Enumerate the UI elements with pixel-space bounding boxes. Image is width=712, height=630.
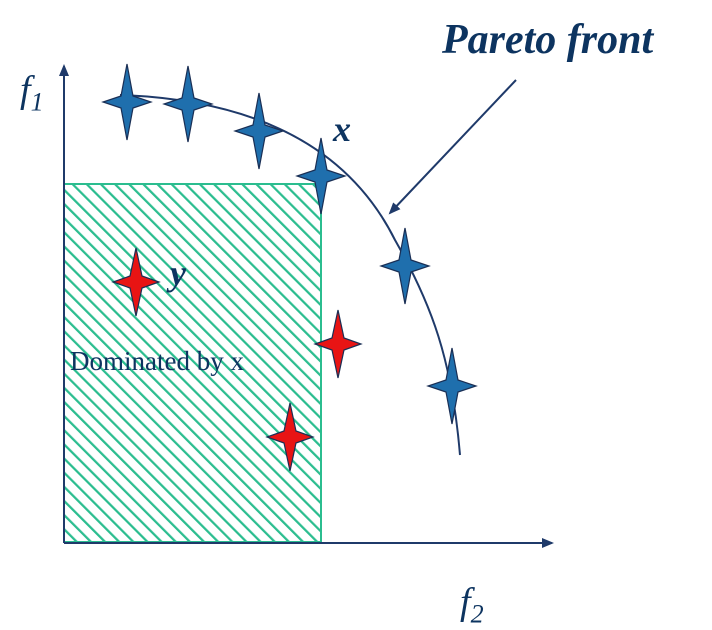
point-x-label: x	[333, 109, 351, 149]
f2-axis-label: f2	[460, 580, 484, 630]
dominated-point-star-icon	[111, 247, 161, 317]
f1-axis-label-base: f	[20, 69, 31, 111]
pareto-front-point-star-icon	[379, 227, 431, 305]
pareto-front-curve	[119, 94, 461, 456]
f2-axis-label-base: f	[460, 581, 471, 623]
dominated-point-star-icon	[313, 309, 363, 379]
point-y-label: y	[170, 253, 186, 293]
dominated-point-star-icon	[265, 402, 315, 472]
dominated-region-label: Dominated by x	[70, 346, 244, 376]
dominated-region	[63, 183, 322, 543]
pareto-front-point-star-icon	[101, 63, 153, 141]
pareto-front-point-star-icon	[162, 65, 214, 143]
pareto-front-point-star-icon	[295, 137, 347, 215]
pareto-front-pointer-arrow	[388, 79, 517, 215]
pareto-front-point-star-icon	[233, 92, 285, 170]
f2-axis-label-sub: 2	[470, 599, 484, 629]
pareto-front-point-star-icon	[426, 347, 478, 425]
pareto-front-label: Pareto front	[442, 17, 654, 63]
f1-axis-label: f1	[20, 68, 44, 118]
f1-axis-label-sub: 1	[30, 87, 44, 117]
